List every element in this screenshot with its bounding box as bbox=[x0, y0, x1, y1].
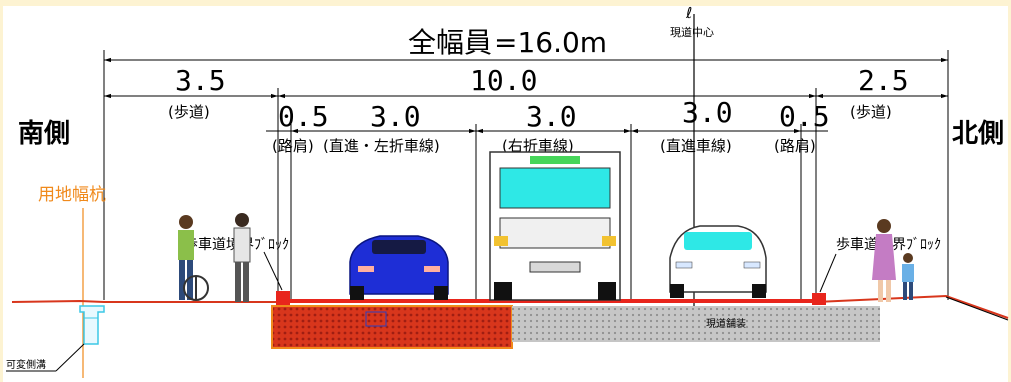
dim-right-lane: 3.0 bbox=[682, 96, 733, 129]
property-marker-label: 用地幅杭 bbox=[38, 185, 106, 205]
dim-overall: 10.0 bbox=[470, 64, 537, 97]
ground-left bbox=[11, 299, 278, 303]
car-blue bbox=[349, 235, 449, 300]
pedestrian bbox=[233, 213, 251, 302]
dim-right-lane-label: (直進車線) bbox=[660, 137, 732, 155]
block-leader-left bbox=[263, 251, 283, 291]
utility-box bbox=[365, 311, 387, 327]
dim-center-lane: 3.0 bbox=[526, 100, 577, 133]
ground-right bbox=[815, 294, 1009, 319]
curb-left bbox=[276, 291, 290, 305]
dim-left-sidewalk: 3.5 bbox=[175, 64, 226, 97]
dim-left-shoulder-label: (路肩) bbox=[272, 137, 314, 155]
new-pavement bbox=[271, 305, 513, 349]
pedestrian-woman bbox=[872, 219, 896, 302]
truck bbox=[489, 151, 621, 301]
pedestrian-with-bicycle bbox=[178, 215, 209, 301]
existing-pavement-label: 現道舗装 bbox=[706, 317, 746, 330]
curb-right bbox=[812, 293, 826, 305]
dim-center-lane-label: (右折車線) bbox=[502, 137, 574, 155]
pedestrian-child bbox=[902, 253, 914, 300]
block-leader-right bbox=[819, 253, 837, 293]
side-north: 北側 bbox=[952, 119, 1004, 149]
dim-left-shoulder: 0.5 bbox=[278, 100, 329, 133]
lane-dimension-line bbox=[266, 124, 828, 300]
ditch-leader-angle bbox=[55, 343, 85, 372]
dim-left-lane-label: (直進・左折車線) bbox=[323, 137, 440, 155]
dim-right-sidewalk: 2.5 bbox=[858, 64, 909, 97]
centerline-symbol: ℓ bbox=[685, 4, 692, 22]
side-ditch bbox=[79, 305, 105, 345]
side-south: 南側 bbox=[18, 119, 70, 149]
existing-pavement bbox=[512, 306, 880, 342]
dim-right-sidewalk-label: (歩道) bbox=[850, 103, 892, 121]
title-value: =16.0m bbox=[494, 26, 607, 59]
ditch-label: 可変側溝 bbox=[6, 358, 46, 371]
centerline-label: 現道中心 bbox=[670, 25, 714, 39]
overall-dimension bbox=[103, 50, 949, 300]
ground-right-edge bbox=[945, 296, 1009, 321]
dim-left-sidewalk-label: (歩道) bbox=[168, 103, 210, 121]
segment-dimension-line bbox=[104, 88, 948, 300]
dim-left-lane: 3.0 bbox=[370, 100, 421, 133]
road-surface bbox=[278, 299, 816, 303]
dim-right-shoulder: 0.5 bbox=[779, 100, 830, 133]
frame-border bbox=[0, 0, 3, 382]
frame-border bbox=[0, 0, 1011, 6]
title-prefix: 全幅員 bbox=[408, 26, 492, 59]
dim-right-shoulder-label: (路肩) bbox=[774, 137, 816, 155]
frame-border bbox=[1008, 0, 1011, 382]
car-white bbox=[669, 225, 767, 298]
